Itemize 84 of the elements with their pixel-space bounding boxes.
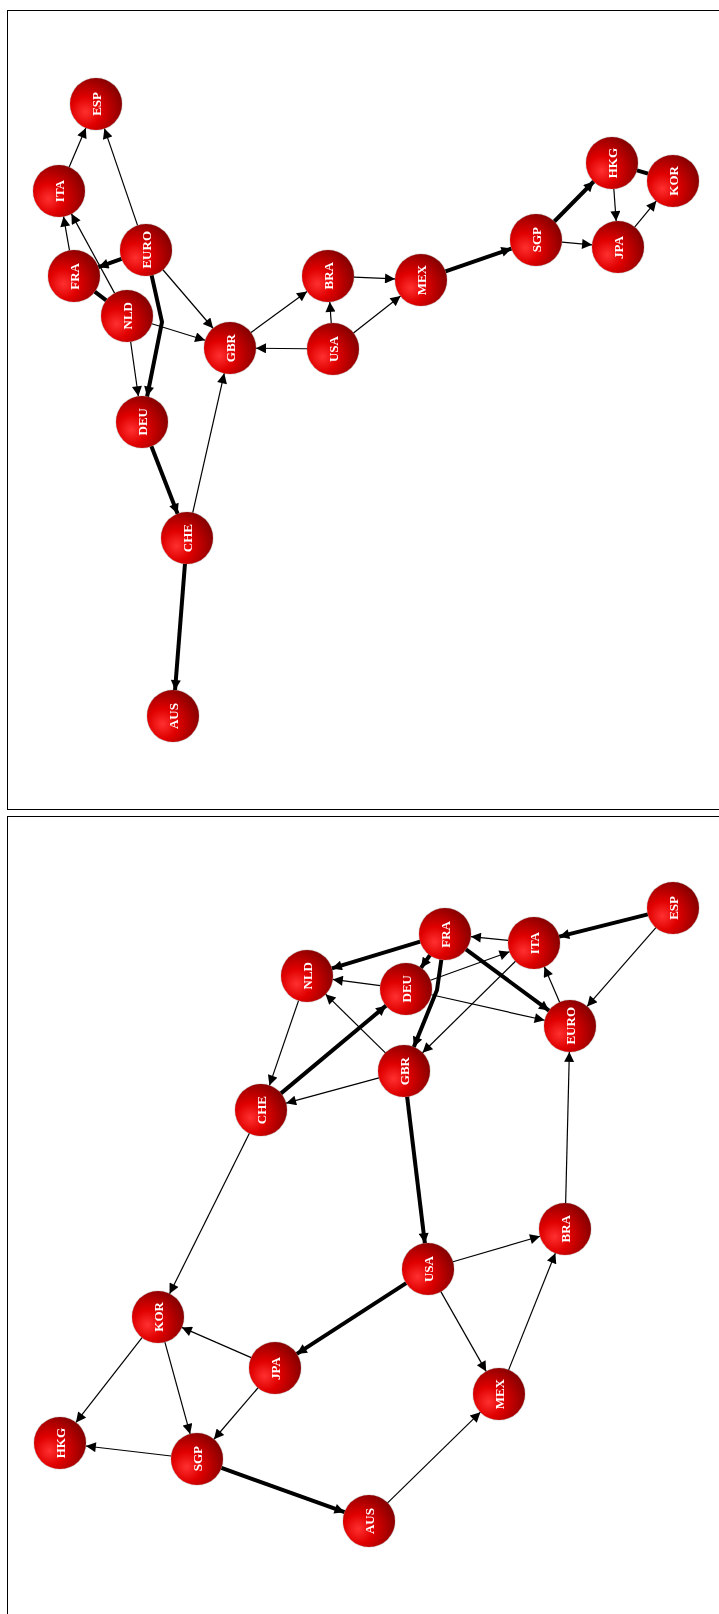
arrow [440, 1291, 487, 1372]
arrow [151, 323, 206, 343]
arrow [325, 301, 336, 324]
node-label: CHE [254, 1095, 268, 1125]
arrow [561, 238, 593, 249]
node-label: JPA [611, 235, 625, 259]
arrow [444, 246, 513, 274]
arrow [295, 1281, 408, 1356]
arrow [419, 954, 432, 969]
arrow [352, 295, 402, 334]
node-label: FRA [67, 262, 81, 290]
arrow [181, 1326, 252, 1359]
node-label: GBR [397, 1056, 411, 1086]
arrow [213, 1387, 259, 1440]
arrow [162, 269, 214, 329]
node-label: KOR [151, 1302, 165, 1332]
node-label: SGP [190, 1446, 204, 1472]
arrow [464, 947, 551, 1013]
arrow [192, 372, 227, 514]
node-label: MEX [414, 264, 428, 296]
node-label: DEU [135, 408, 149, 436]
node-label: CHE [180, 523, 194, 553]
arrow [250, 290, 308, 334]
arrow [508, 1252, 557, 1371]
node-label: BRA [558, 1215, 572, 1243]
node-label: EURO [139, 231, 153, 269]
arrow [331, 939, 421, 971]
node-label: USA [421, 1256, 435, 1282]
arrow [68, 127, 87, 168]
arrow [267, 1000, 300, 1086]
arrow [169, 1132, 250, 1295]
arrow [586, 927, 657, 1007]
arrow [170, 563, 187, 691]
arrow [634, 200, 657, 228]
node-label: MEX [492, 1378, 506, 1410]
node-label: HKG [605, 147, 619, 179]
arrow [429, 950, 511, 981]
arrow [564, 1051, 575, 1204]
arrow [220, 1465, 346, 1515]
arrow [552, 180, 596, 223]
node-label: BRA [321, 262, 335, 290]
arrow [430, 994, 546, 1023]
node-label: USA [326, 336, 340, 362]
node-label: AUS [166, 703, 180, 729]
node-label: ESP [89, 92, 103, 116]
arrow [102, 128, 139, 226]
arrow [60, 216, 71, 251]
arrow [610, 188, 621, 222]
node-label: ITA [52, 179, 66, 203]
arrow [85, 1442, 172, 1457]
node-label: ITA [527, 931, 541, 955]
node-label: FRA [438, 920, 452, 948]
node-label: EURO [563, 1007, 577, 1045]
node-label: AUS [362, 1508, 376, 1534]
arrow [405, 1096, 429, 1244]
arrow [279, 1004, 388, 1095]
node-label: KOR [666, 166, 680, 196]
arrow [285, 1077, 380, 1106]
arrow [470, 932, 509, 943]
arrow [332, 975, 381, 987]
node-label: GBR [223, 333, 237, 363]
arrow [411, 959, 444, 1048]
arrow [149, 445, 180, 515]
arrow [255, 343, 308, 354]
node-label: JPA [268, 1356, 282, 1380]
arrow [421, 960, 517, 1054]
node-label: ESP [666, 896, 680, 920]
arrow [164, 1341, 193, 1435]
arrow [543, 966, 561, 1003]
node-label: NLD [300, 962, 314, 990]
arrow [387, 1411, 481, 1504]
node-label: DEU [399, 975, 413, 1003]
arrow [558, 912, 649, 940]
arrow [75, 1336, 143, 1424]
arrow [130, 341, 142, 397]
arrow [353, 273, 396, 284]
node-label: SGP [529, 227, 543, 253]
arrow [70, 213, 116, 294]
node-label: NLD [120, 302, 134, 330]
arrow [452, 1234, 541, 1263]
arrow [144, 274, 165, 397]
arrow [97, 256, 123, 270]
node-label: HKG [53, 1427, 67, 1459]
arrow [324, 993, 387, 1054]
